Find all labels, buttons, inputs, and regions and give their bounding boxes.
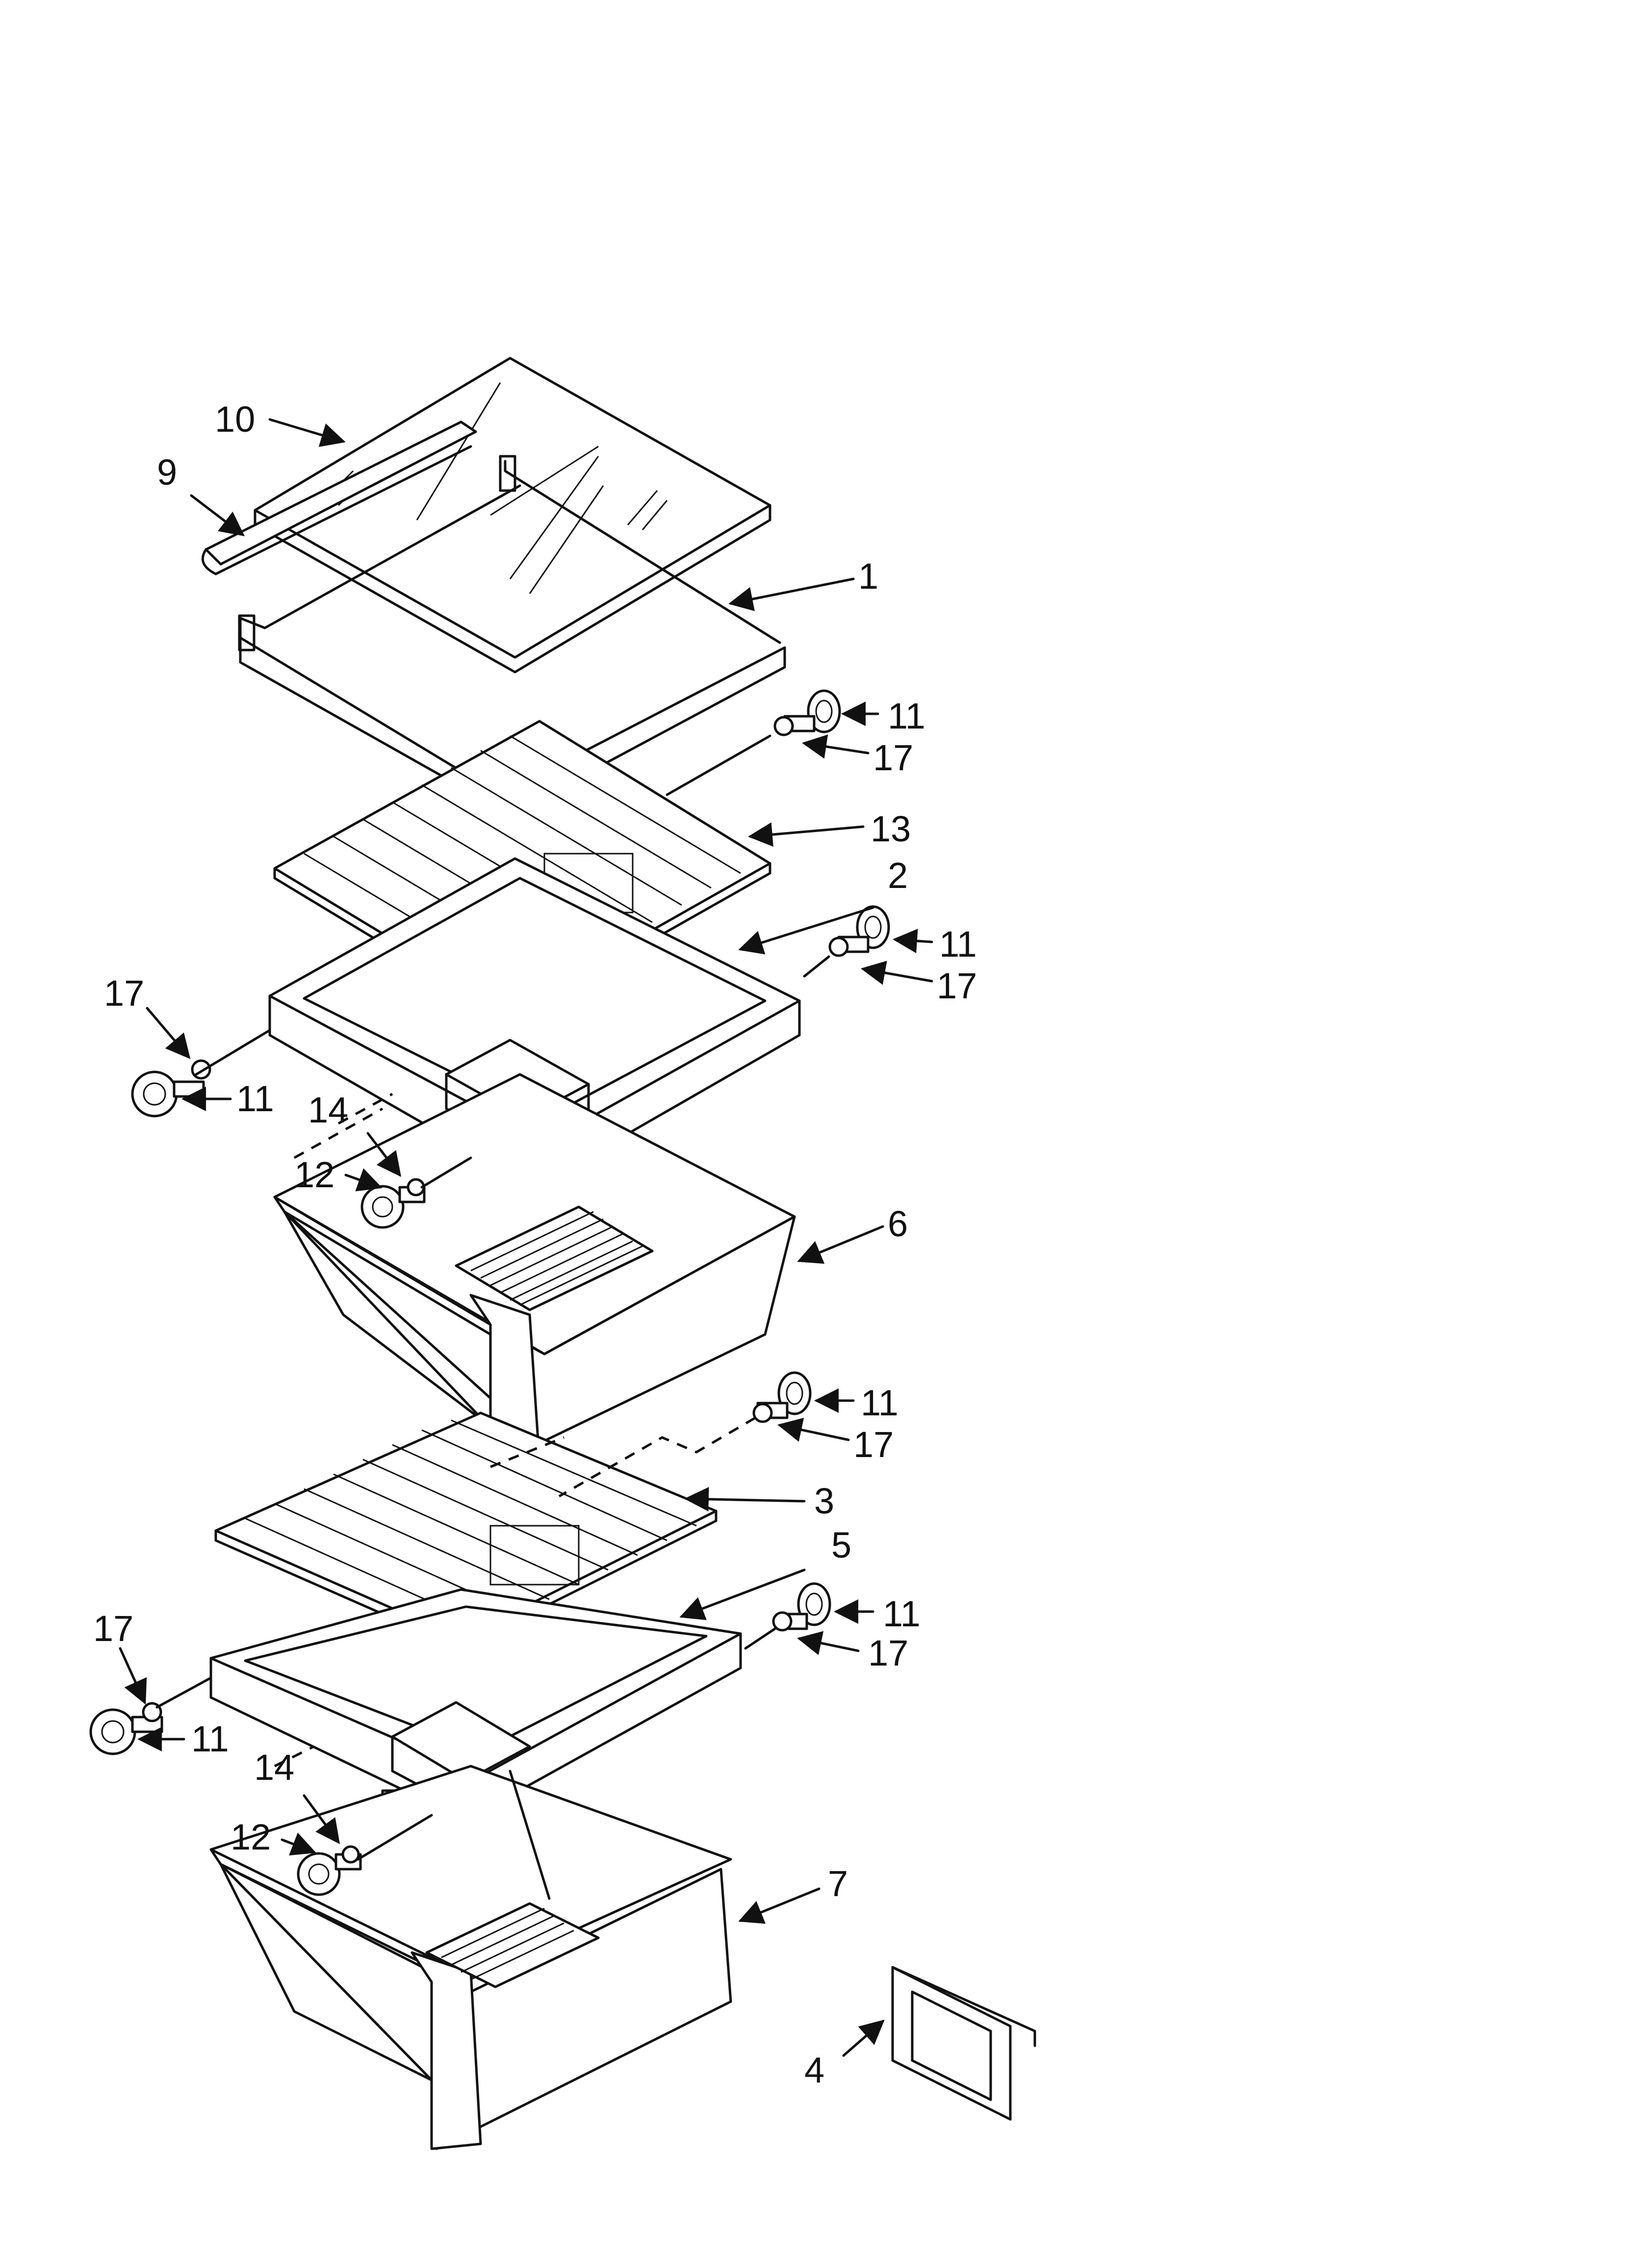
- callout-14: 14: [254, 1747, 294, 1788]
- callout-14: 14: [308, 1090, 348, 1130]
- assembly-lines: [155, 734, 830, 1900]
- callout-11: 11: [236, 1078, 274, 1119]
- callout-13: 13: [871, 808, 911, 849]
- bracket: [891, 1966, 1036, 2121]
- callout-17: 17: [873, 737, 913, 778]
- callout-17: 17: [853, 1424, 894, 1465]
- callout-17: 17: [868, 1633, 908, 1673]
- callout-9: 9: [157, 452, 177, 493]
- roller-hardware: [89, 689, 890, 1896]
- shelf-trim-strip: [201, 420, 477, 575]
- crisper-drawer-upper: [273, 1073, 796, 1468]
- callout-12: 12: [294, 1154, 334, 1195]
- callout-4: 4: [804, 2050, 824, 2090]
- callout-11: 11: [939, 924, 977, 965]
- callout-11: 11: [861, 1382, 898, 1423]
- crisper-frame-lower: [209, 1588, 742, 1822]
- callout-2: 2: [888, 855, 908, 896]
- callout-10: 10: [215, 399, 255, 440]
- callout-11: 11: [888, 696, 925, 736]
- callout-17: 17: [937, 965, 977, 1006]
- crisper-drawer-lower: [209, 1765, 732, 2150]
- callout-17: 17: [93, 1608, 133, 1649]
- callout-11: 11: [883, 1593, 921, 1634]
- callout-7: 7: [828, 1863, 848, 1904]
- callout-3: 3: [814, 1481, 834, 1521]
- callout-17: 17: [104, 973, 144, 1014]
- callout-5: 5: [831, 1525, 851, 1565]
- glass-shelf: [254, 357, 771, 674]
- callout-1: 1: [858, 556, 878, 597]
- leader-arrows: [119, 418, 933, 2057]
- callout-12: 12: [231, 1817, 271, 1857]
- callout-11: 11: [191, 1719, 229, 1759]
- callout-labels: 10 9 1 11 17 13 2 11 17 17 11 14 12 6 11…: [93, 399, 977, 2090]
- callout-6: 6: [888, 1203, 908, 1244]
